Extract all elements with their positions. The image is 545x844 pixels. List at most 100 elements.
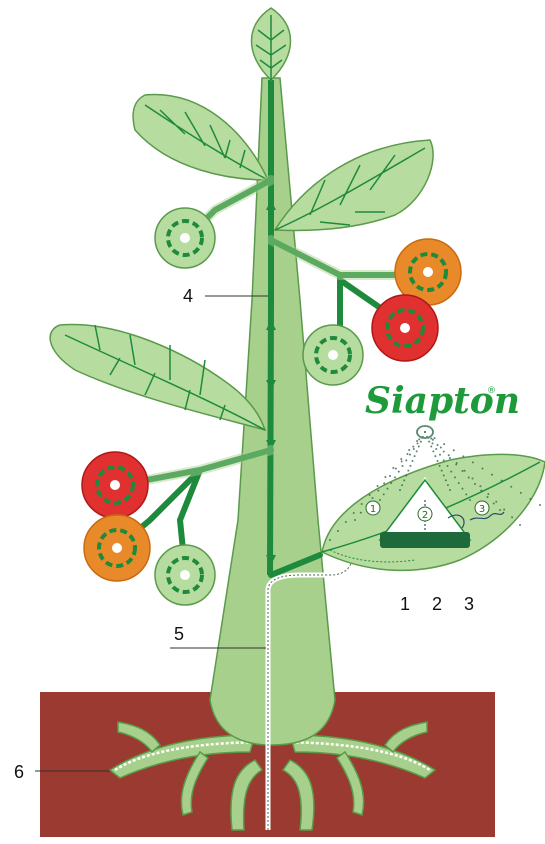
legend-number-3: 3 (464, 594, 474, 614)
spray-droplet (458, 482, 460, 484)
spray-droplet (440, 447, 442, 449)
spray-droplet (443, 443, 445, 445)
spray-droplet (479, 485, 481, 487)
spray-droplet (495, 501, 497, 503)
spray-droplet (409, 454, 411, 456)
spray-droplet (445, 479, 447, 481)
spray-droplet (428, 441, 430, 443)
spray-droplet (501, 480, 503, 482)
spray-droplet (441, 470, 443, 472)
spray-droplet (329, 539, 331, 541)
spray-droplet (400, 458, 402, 460)
spray-droplet (390, 482, 392, 484)
brand-registered-mark: ® (487, 386, 496, 396)
spray-droplet (353, 512, 355, 514)
spray-droplet (392, 467, 394, 469)
spray-droplet (424, 431, 426, 433)
spray-droplet (369, 494, 371, 496)
spray-droplet (482, 468, 484, 470)
spray-droplet (420, 441, 422, 443)
spray-droplet (450, 471, 452, 473)
step-circle-3: 3 (475, 501, 489, 515)
spray-droplet (360, 512, 362, 514)
spray-droplet (432, 450, 434, 452)
spray-droplet (412, 446, 414, 448)
spray-droplet (377, 490, 379, 492)
spray-droplet (487, 493, 489, 495)
spray-droplet (439, 454, 441, 456)
spray-droplet (361, 503, 363, 505)
spray-droplet (519, 524, 521, 526)
spray-droplet (377, 485, 379, 487)
spray-droplet (432, 439, 434, 441)
spray-droplet (443, 475, 445, 477)
spray-droplet (434, 437, 436, 439)
spray-droplet (430, 446, 432, 448)
spray-droplet (443, 451, 445, 453)
spray-droplet (387, 488, 389, 490)
spray-droplet (453, 449, 455, 451)
spray-droplet (383, 493, 385, 495)
spray-droplet (372, 497, 374, 499)
spray-droplet (511, 516, 513, 518)
spray-droplet (432, 442, 434, 444)
spray-droplet (399, 489, 401, 491)
spray-droplet (394, 476, 396, 478)
spray-droplet (401, 460, 403, 462)
spray-droplet (448, 454, 450, 456)
legend-number-1: 1 (400, 594, 410, 614)
leaf-middle-left (50, 325, 265, 430)
spray-droplet (413, 448, 415, 450)
spray-droplet (389, 475, 391, 477)
spray-droplet (405, 459, 407, 461)
svg-text:2: 2 (422, 510, 428, 521)
spray-droplet (418, 438, 420, 440)
spray-droplet (379, 499, 381, 501)
spray-droplet (468, 477, 470, 479)
spray-droplet (405, 475, 407, 477)
spray-droplet (469, 499, 471, 501)
spray-droplet (510, 486, 512, 488)
spray-droplet (529, 498, 531, 500)
spray-droplet (449, 457, 451, 459)
spray-droplet (462, 470, 464, 472)
step-circle-2: 2 (418, 507, 432, 521)
svg-text:5: 5 (174, 624, 184, 644)
spray-droplet (487, 496, 489, 498)
spray-droplet (472, 478, 474, 480)
spray-droplet (503, 509, 505, 511)
svg-text:6: 6 (14, 762, 24, 782)
spray-droplet (435, 448, 437, 450)
spray-droplet (384, 476, 386, 478)
svg-text:3: 3 (479, 504, 485, 515)
spray-droplet (539, 504, 541, 506)
spray-droplet (447, 465, 449, 467)
spray-droplet (403, 479, 405, 481)
legend-number-2: 2 (432, 594, 442, 614)
spray-droplet (447, 484, 449, 486)
spray-droplet (416, 440, 418, 442)
spray-droplet (395, 468, 397, 470)
spray-droplet (416, 450, 418, 452)
spray-droplet (407, 470, 409, 472)
fruit-green-lower (155, 545, 215, 605)
fruit-green-upper-left (155, 208, 215, 268)
spray-droplet (345, 521, 347, 523)
spray-droplet (401, 484, 403, 486)
spray-droplet (462, 488, 464, 490)
fruit-orange-lower-left (84, 515, 150, 581)
fruit-red-upper-right (372, 295, 438, 361)
spray-droplet (499, 509, 501, 511)
step-circle-1: 1 (366, 501, 380, 515)
spray-droplet (434, 455, 436, 457)
spray-droplet (474, 483, 476, 485)
spray-droplet (432, 430, 434, 432)
spray-droplet (407, 453, 409, 455)
leaf-top (252, 8, 291, 80)
spray-droplet (472, 461, 474, 463)
spray-droplet (454, 476, 456, 478)
fruit-red-lower-left (82, 452, 148, 518)
spray-droplet (462, 455, 464, 457)
spray-droplet (409, 465, 411, 467)
